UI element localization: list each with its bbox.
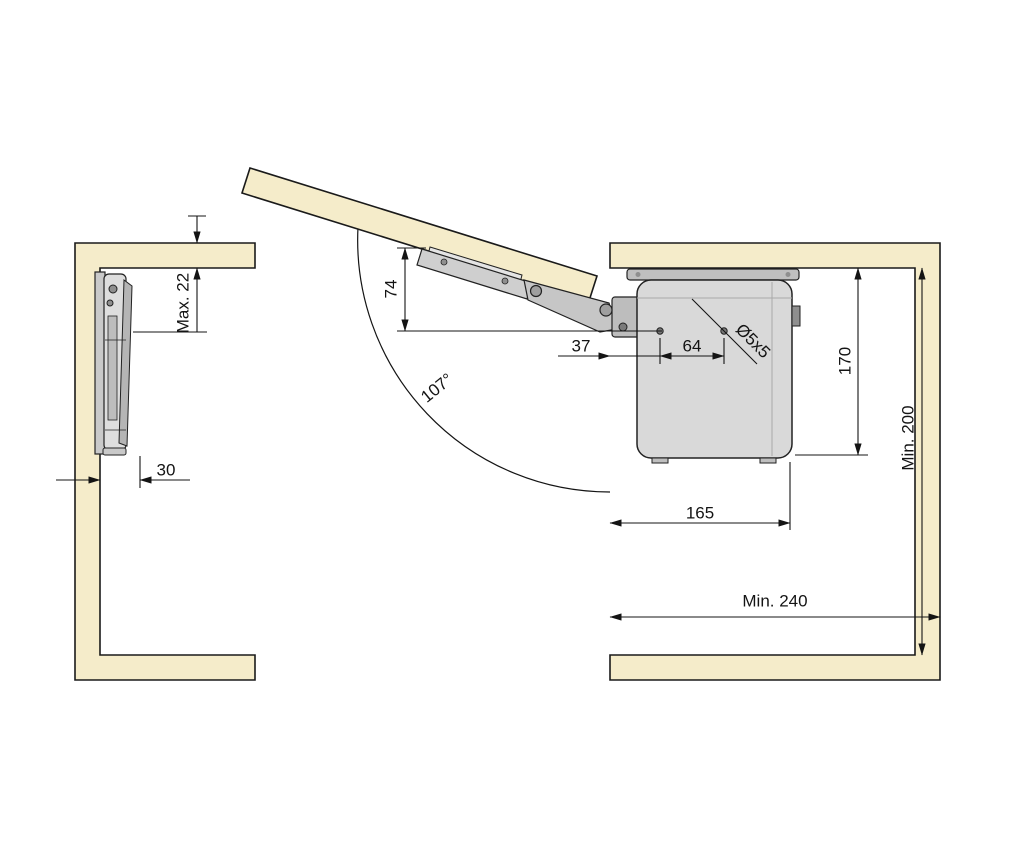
pivot-icon	[106, 299, 114, 307]
pivot-icon	[108, 284, 118, 294]
dim-label-min-200: Min. 200	[899, 405, 918, 470]
mechanism-box	[636, 279, 793, 459]
screw-icon	[501, 277, 509, 285]
dim-label-74: 74	[382, 280, 401, 299]
dim-30-lines	[56, 456, 190, 488]
door-mechanism-arm	[416, 246, 641, 338]
mechanism-rod	[107, 315, 118, 421]
screw-icon	[635, 272, 641, 277]
pivot-icon	[599, 303, 613, 317]
dim-170-lines	[795, 267, 868, 456]
dim-37-64-lines	[558, 338, 725, 364]
mechanism-foot	[651, 457, 669, 464]
dim-max22-lines	[133, 215, 207, 333]
mounting-plate	[626, 268, 800, 281]
side-connector	[791, 305, 801, 327]
dim-74-lines	[397, 247, 662, 332]
pivot-icon	[618, 322, 628, 332]
dim-label-64: 64	[683, 337, 702, 356]
dim-label-30: 30	[157, 461, 176, 480]
screw-icon	[440, 258, 448, 266]
dimension-lines	[56, 215, 941, 656]
dim-label-37: 37	[572, 337, 591, 356]
dim-165-lines	[609, 462, 791, 530]
dim-label-min-240: Min. 240	[742, 592, 807, 611]
mechanism-foot	[102, 447, 127, 456]
mechanism-body	[626, 268, 801, 464]
dim-label-max-22: Max. 22	[174, 273, 193, 333]
dim-label-170: 170	[836, 347, 855, 375]
right-cabinet-panel	[609, 242, 941, 681]
left-mechanism-side-view	[94, 271, 133, 456]
hole-leader-line	[691, 298, 758, 365]
pivot-icon	[529, 284, 543, 298]
door-swing-arc	[357, 226, 611, 493]
left-cabinet-panel	[74, 242, 256, 681]
dim-label-165: 165	[686, 504, 714, 523]
screw-icon	[785, 272, 791, 277]
mechanism-lever	[118, 279, 133, 447]
mechanism-foot	[759, 457, 777, 464]
